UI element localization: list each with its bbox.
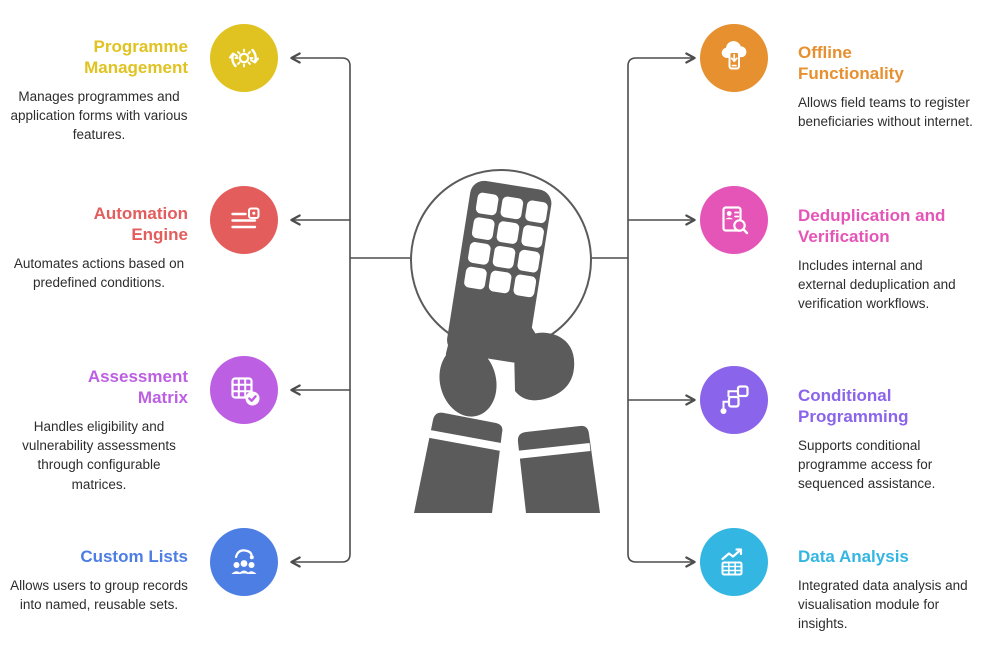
document-rules-icon: [231, 207, 260, 229]
flowchart-icon: [720, 385, 749, 414]
feature-title: Conditional Programming: [798, 386, 909, 427]
hands-device-illustration: [398, 168, 622, 513]
feature-description: Automates actions based on predefined co…: [13, 256, 185, 291]
feature-description: Handles eligibility and vulnerability as…: [22, 419, 176, 492]
feature-description: Supports conditional programme access fo…: [798, 438, 936, 492]
feature-description: Allows users to group records into named…: [10, 578, 188, 613]
user-group-icon: [231, 549, 257, 574]
cloud-download-icon: [721, 41, 747, 70]
feature-custom-lists: Custom Lists Allows users to group recor…: [10, 546, 188, 614]
feature-title: Automation Engine: [93, 204, 188, 245]
feature-icon-offline-functionality: [700, 24, 768, 92]
feature-title: Programme Management: [84, 37, 188, 78]
feature-title: Assessment Matrix: [87, 367, 188, 408]
id-search-icon: [722, 206, 749, 235]
feature-title: Data Analysis: [798, 547, 909, 566]
gear-refresh-icon: [229, 48, 259, 68]
feature-description: Manages programmes and application forms…: [10, 89, 188, 143]
feature-title: Custom Lists: [80, 547, 188, 566]
matrix-check-icon: [231, 377, 260, 406]
feature-offline-functionality: Offline Functionality Allows field teams…: [798, 42, 974, 131]
feature-description: Integrated data analysis and visualisati…: [798, 578, 968, 632]
left-trunk-line: [290, 52, 351, 568]
feature-icon-programme-management: [210, 24, 278, 92]
feature-deduplication-verification: Deduplication and Verification Includes …: [798, 205, 974, 314]
feature-programme-management: Programme Management Manages programmes …: [10, 36, 188, 145]
feature-icon-conditional-programming: [700, 366, 768, 434]
feature-icon-automation-engine: [210, 186, 278, 254]
feature-icon-data-analysis: [700, 528, 768, 596]
feature-data-analysis: Data Analysis Integrated data analysis a…: [798, 546, 974, 634]
right-trunk-line: [627, 52, 696, 568]
feature-title: Offline Functionality: [798, 43, 904, 84]
feature-icon-assessment-matrix: [210, 356, 278, 424]
feature-icon-deduplication-verification: [700, 186, 768, 254]
feature-title: Deduplication and Verification: [798, 206, 946, 247]
feature-icon-custom-lists: [210, 528, 278, 596]
feature-conditional-programming: Conditional Programming Supports conditi…: [798, 385, 974, 494]
feature-assessment-matrix: Assessment Matrix Handles eligibility an…: [10, 366, 188, 494]
chart-table-icon: [721, 548, 743, 576]
feature-automation-engine: Automation Engine Automates actions base…: [10, 203, 188, 292]
feature-description: Allows field teams to register beneficia…: [798, 95, 973, 130]
feature-description: Includes internal and external deduplica…: [798, 258, 956, 312]
